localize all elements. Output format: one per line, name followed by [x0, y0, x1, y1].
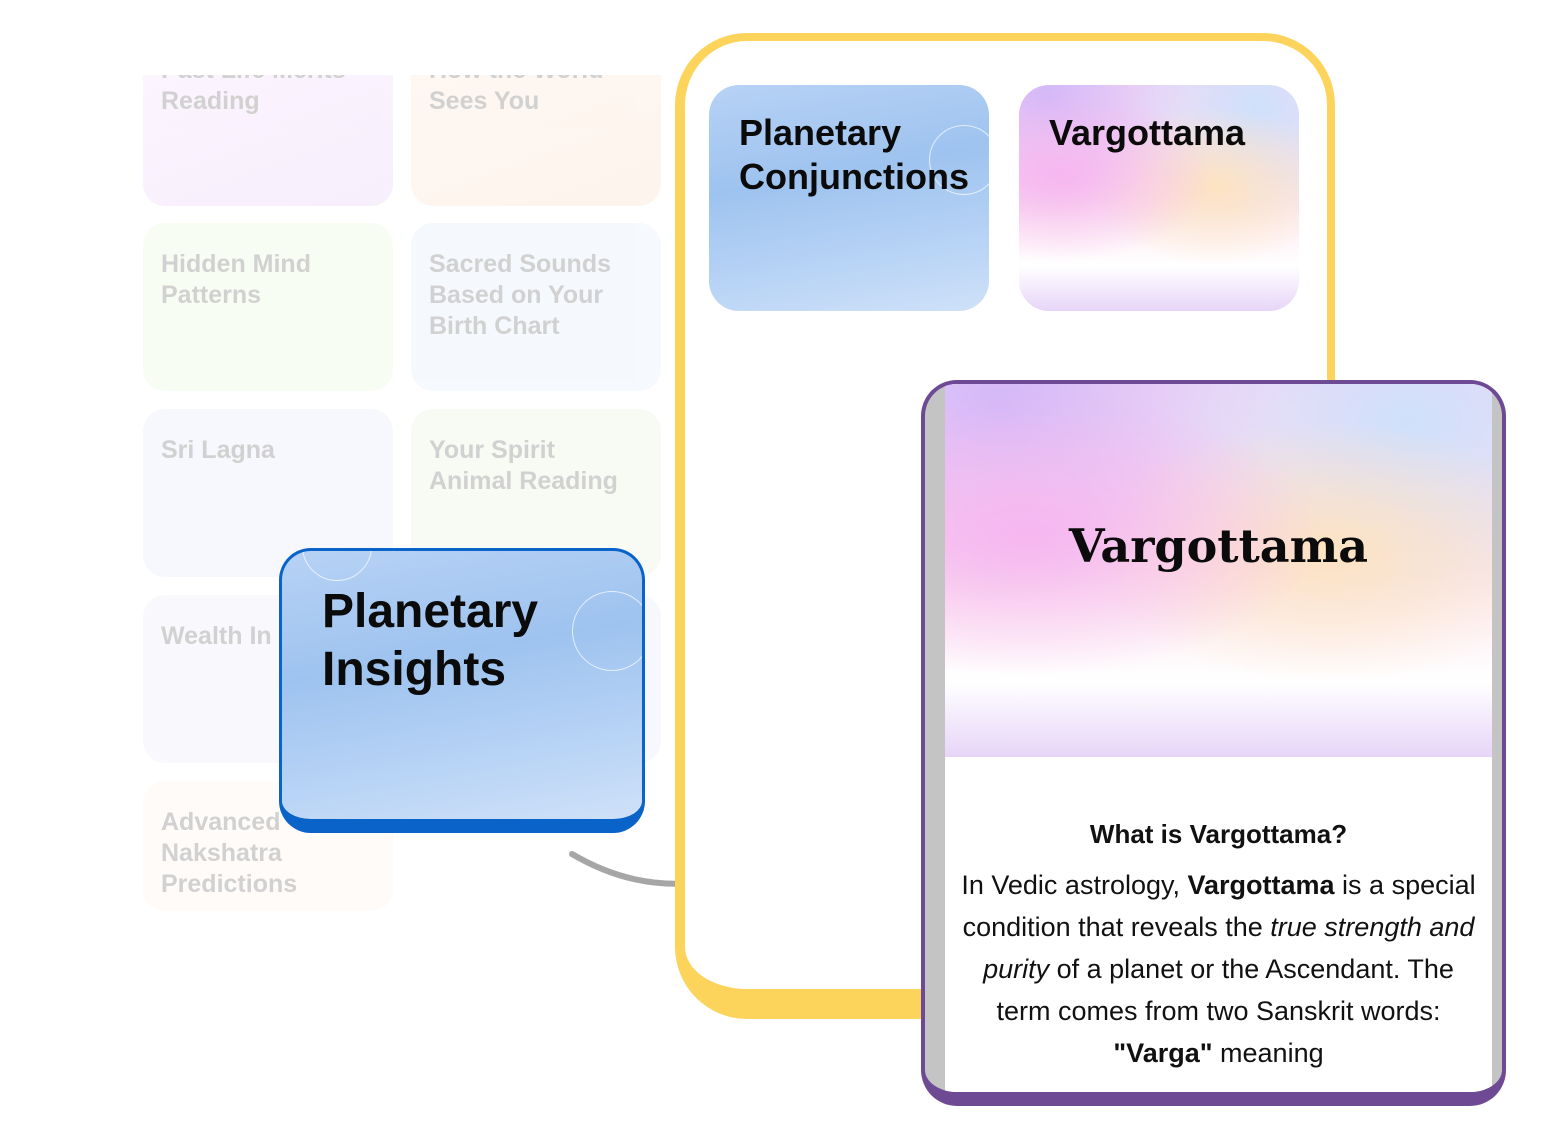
hero-title: Vargottama — [1068, 518, 1369, 573]
vargottama-detail-modal: Vargottama What is Vargottama? In Vedic … — [921, 380, 1506, 1106]
card-planetary-conjunctions[interactable]: Planetary Conjunctions — [709, 85, 989, 311]
card-sacred-sounds[interactable]: Sacred Sounds Based on Your Birth Chart — [411, 223, 661, 391]
section-heading: What is Vargottama? — [1089, 819, 1348, 849]
planet-decoration-icon — [572, 591, 642, 671]
card-hidden-mind[interactable]: Hidden Mind Patterns — [143, 223, 393, 391]
selected-card-planetary-insights[interactable]: Planetary Insights — [279, 548, 645, 833]
card-past-life[interactable]: Past Life Merits Reading — [143, 75, 393, 206]
card-vargottama[interactable]: Vargottama — [1019, 85, 1299, 311]
card-world-sees[interactable]: How the World Sees You — [411, 75, 661, 206]
planet-decoration-icon — [929, 125, 989, 195]
background-card-grid: Past Life Merits Reading How the World S… — [0, 75, 680, 925]
planet-decoration-icon — [302, 551, 372, 581]
card-spirit-animal[interactable]: Your Spirit Animal Reading — [411, 409, 661, 577]
hero-image: Vargottama — [945, 384, 1492, 757]
description-text: In Vedic astrology, Vargottama is a spec… — [961, 870, 1476, 1068]
